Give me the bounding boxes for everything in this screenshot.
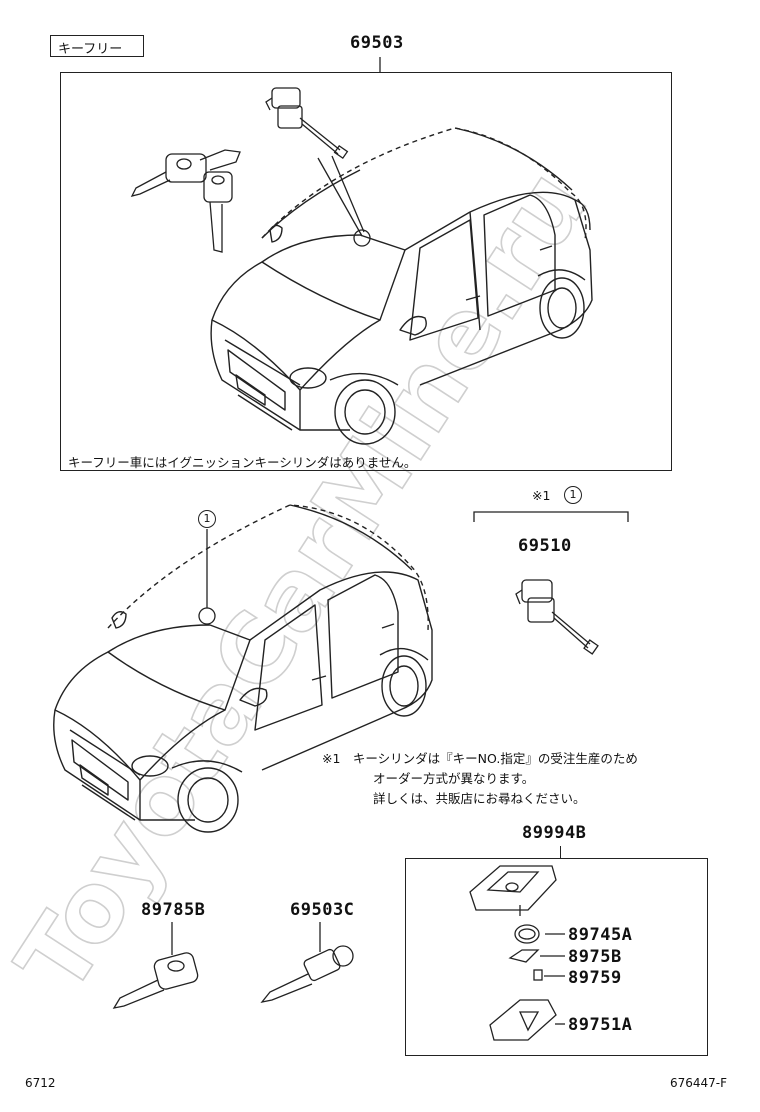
blank-key-89785B [112, 922, 199, 1009]
top-part-number: 69503 [350, 33, 404, 53]
remote-parts-group [469, 865, 565, 1041]
remote-connector [560, 846, 562, 858]
header-tag-frame [50, 35, 144, 57]
remote-part-4: 89751A [568, 1015, 633, 1035]
footer-right-code: 676447-F [670, 1076, 728, 1090]
ignition-cylinder-top [265, 87, 349, 160]
car-illustration-middle [53, 504, 433, 833]
cylinder-note-line-2: オーダー方式が異なります。 [373, 771, 535, 786]
remote-part-1: 89745A [568, 925, 633, 945]
footer-left-code: 6712 [25, 1076, 56, 1090]
blank-key-part-number: 89785B [141, 900, 206, 920]
car-illustration-top [210, 127, 593, 445]
key-69503C [260, 922, 354, 1003]
cylinder-part-number: 69510 [518, 536, 572, 556]
cylinder-callout-marker: 1 [564, 486, 582, 504]
top-section-frame [60, 72, 672, 471]
remote-part-2: 8975B [568, 947, 622, 967]
car-callout-marker: 1 [198, 510, 216, 528]
remote-part-3: 89759 [568, 968, 622, 988]
key-part-number: 69503C [290, 900, 355, 920]
cylinder-note-line-3: 詳しくは、共販店にお尋ねください。 [373, 791, 586, 806]
top-section-note: キーフリー車にはイグニッションキーシリンダはありません。 [68, 455, 417, 470]
cylinder-note-marker: ※1 [532, 488, 551, 503]
remote-part-number: 89994B [522, 823, 587, 843]
key-set-top [130, 149, 241, 253]
ignition-cylinder-69510 [515, 579, 599, 655]
cylinder-note-line-1: ※1 キーシリンダは『キーNO.指定』の受注生産のため [322, 751, 638, 766]
header-tag: キーフリー [58, 42, 123, 57]
remote-section-frame [405, 858, 708, 1056]
